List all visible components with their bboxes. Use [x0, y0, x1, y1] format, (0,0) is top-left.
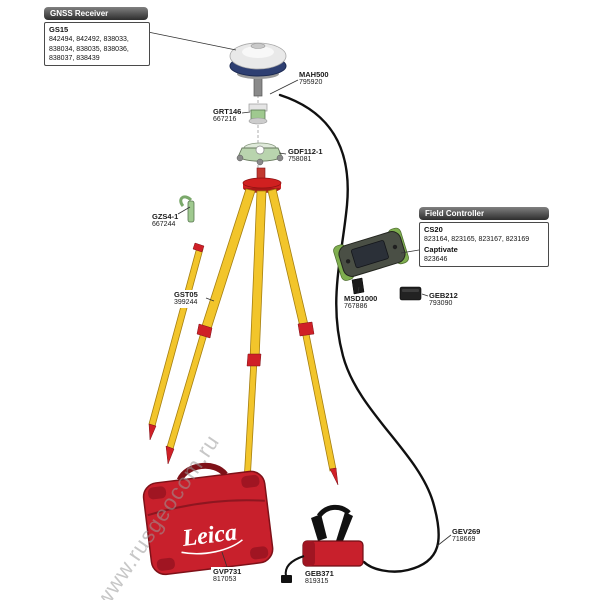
case-lid-seam — [147, 499, 265, 517]
clamp-jaw — [336, 512, 353, 541]
leader-line — [357, 286, 360, 294]
part-name: GVP731 — [213, 567, 242, 576]
part-name: GS15 — [49, 25, 69, 34]
tripod-legs — [148, 188, 337, 483]
cs20-controller — [333, 227, 409, 281]
leader-line — [400, 249, 420, 254]
part-number: 823646 — [424, 255, 448, 263]
cs20-info-box: CS20 823164, 823165, 823167, 823169 Capt… — [419, 222, 549, 268]
part-number: 399244 — [174, 299, 198, 307]
case-logo-underline — [181, 539, 243, 555]
gdf112-tribrach — [236, 142, 284, 166]
leader-line — [421, 293, 429, 297]
tripod-leg-mid-upper — [249, 190, 267, 361]
label-gev269: GEV269 718669 — [452, 527, 480, 545]
part-name: GEB371 — [305, 569, 334, 578]
part-name: MSD1000 — [344, 294, 378, 303]
case-corner-guard — [156, 557, 175, 571]
tripod-leg-left-upper — [200, 188, 256, 333]
antenna-stem — [253, 77, 263, 97]
field-controller-header: Field Controller — [419, 207, 549, 220]
leader-line — [177, 206, 191, 215]
gvp731-case: Leica — [142, 462, 274, 576]
leader-line — [241, 111, 251, 114]
antenna-top-button — [250, 43, 266, 49]
case-corner-guard — [250, 546, 269, 560]
part-name: GEV269 — [452, 527, 481, 536]
case-corner-guard — [147, 486, 167, 500]
part-numbers: 842494, 842492, 838033, 838034, 838035, … — [49, 36, 129, 62]
part-name: GZS4-1 — [152, 212, 179, 221]
part-number: 767886 — [344, 303, 368, 311]
leg-clamp — [196, 323, 213, 339]
leg-clamp — [192, 242, 205, 253]
label-grt146: GRT146 667216 — [213, 107, 241, 125]
leader-line — [221, 551, 228, 568]
leg-foot-spike — [148, 423, 157, 441]
part-name: GDF112-1 — [288, 147, 323, 156]
part-number: 667216 — [213, 116, 237, 124]
battery-end-cap — [303, 541, 315, 566]
gs15-info-box: GS15 842494, 842492, 838033, 838034, 838… — [44, 22, 150, 67]
leader-line — [278, 152, 287, 155]
part-name: GRT146 — [213, 107, 242, 116]
leader-line — [205, 297, 215, 302]
part-number: 817053 — [213, 576, 237, 584]
tripod-leg-right-upper — [267, 188, 310, 332]
leader-lines — [147, 31, 452, 568]
clamp-jaw — [311, 514, 327, 541]
clamp-spring — [316, 504, 351, 518]
leg-foot-spike — [329, 467, 339, 486]
case-corner-guard — [241, 474, 260, 488]
leg-clamp — [297, 321, 315, 337]
battery-connector — [281, 575, 292, 583]
battery-lead — [284, 555, 305, 577]
geb371-battery — [281, 504, 364, 583]
label-mah500: MAH500 795920 — [299, 70, 329, 88]
label-gvp731: GVP731 817053 — [211, 567, 244, 586]
part-name: Captivate — [424, 244, 458, 254]
leader-line — [147, 31, 237, 51]
part-numbers: 823164, 823165, 823167, 823169 — [424, 236, 530, 244]
part-number: 718669 — [452, 536, 476, 544]
label-geb212: GEB212 793090 — [429, 291, 458, 309]
leader-line — [269, 79, 299, 95]
leg-clamp — [246, 353, 262, 367]
gev269-cable — [278, 93, 440, 573]
part-number: 819315 — [305, 578, 329, 586]
part-number: 793090 — [429, 300, 453, 308]
part-number: 667244 — [152, 221, 176, 229]
part-number: 758081 — [288, 156, 312, 164]
gs15-antenna — [229, 42, 287, 97]
leader-line — [436, 534, 452, 547]
leg-foot-spike — [165, 445, 175, 465]
part-number: 795920 — [299, 79, 323, 87]
label-gdf112-1: GDF112-1 758081 — [288, 147, 323, 165]
case-handle — [176, 462, 228, 482]
label-gzs4-1: GZS4-1 667244 — [152, 212, 178, 230]
gnss-receiver-header: GNSS Receiver — [44, 7, 148, 20]
label-gst05-tripod: GST05 399244 — [172, 290, 200, 309]
antenna-dome-highlight — [242, 46, 274, 58]
geb212-battery — [399, 286, 422, 301]
msd1000-memory-card — [351, 277, 365, 295]
tripod-leg-right-lower — [301, 328, 337, 472]
label-geb371: GEB371 819315 — [303, 569, 336, 588]
tripod-leg-detached — [148, 246, 204, 427]
tripod-leg-mid-lower — [243, 359, 258, 483]
grt146-carrier — [248, 103, 268, 125]
part-name: MAH500 — [299, 70, 329, 79]
part-name: GST05 — [174, 290, 198, 299]
label-msd1000: MSD1000 767886 — [344, 294, 377, 312]
gzs4-height-hook — [179, 195, 195, 223]
part-name: CS20 — [424, 225, 443, 234]
part-name: GEB212 — [429, 291, 458, 300]
